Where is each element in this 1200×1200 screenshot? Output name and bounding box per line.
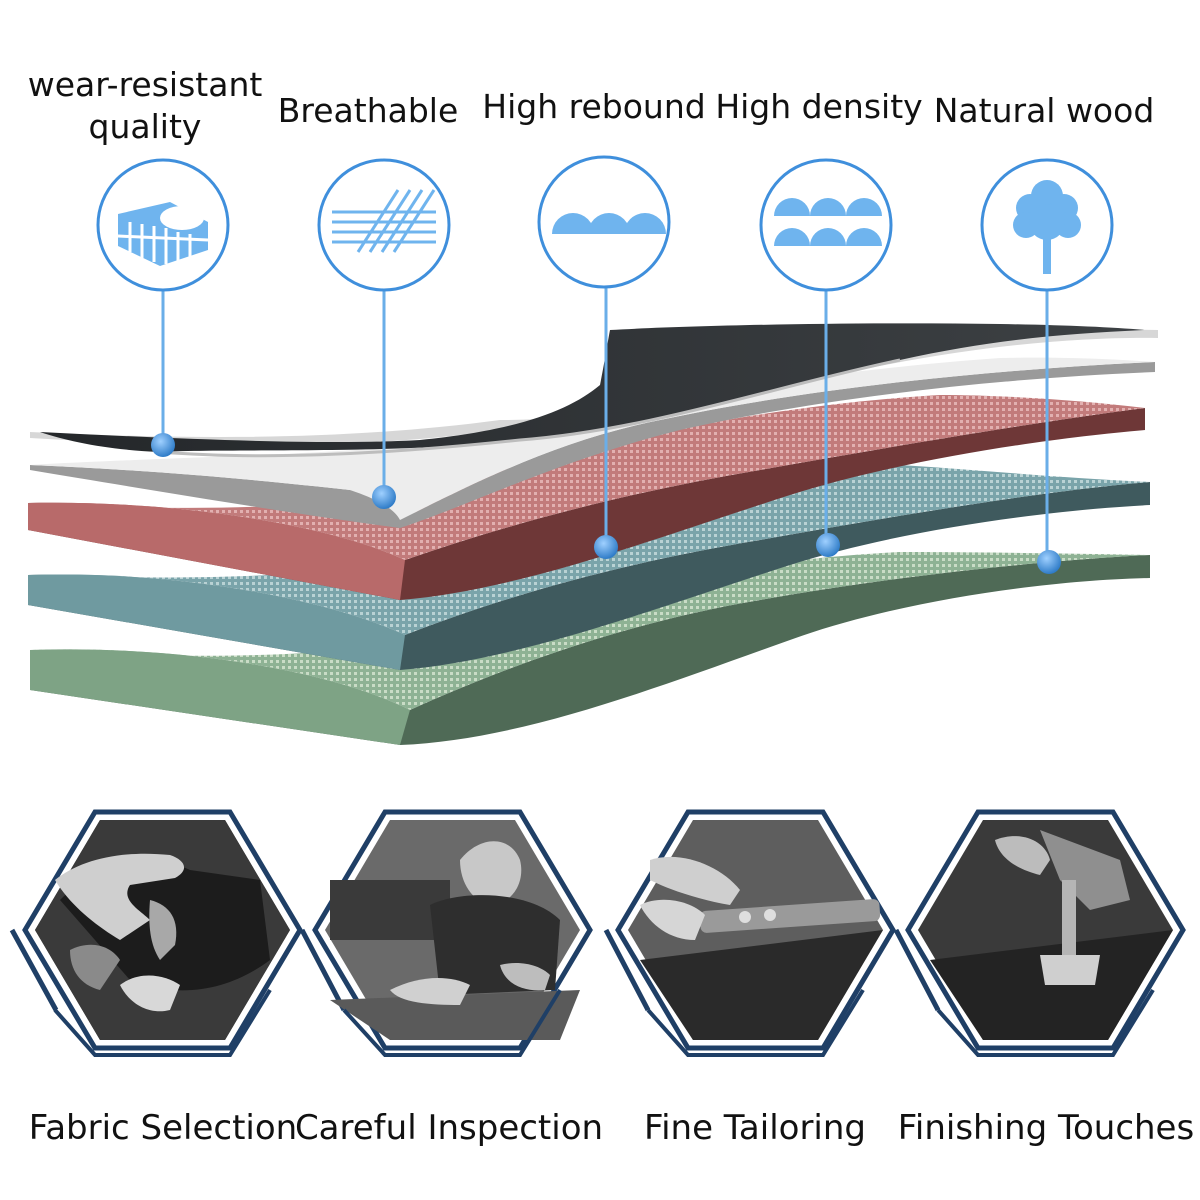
- layer-white-breathable: [30, 357, 1155, 528]
- hexagon-tile-finishing-touches: [893, 809, 1186, 1057]
- feature-label-breathable: Breathable: [277, 91, 459, 130]
- feature-label-high-density: High density: [715, 87, 923, 126]
- layer-red-rebound: [28, 395, 1145, 600]
- worker-inspecting-photo: [325, 820, 580, 1040]
- hands-holding-fabric-photo: [35, 820, 290, 1040]
- connector-dot-4: [816, 533, 840, 557]
- step-label-careful-inspection: Careful Inspection: [294, 1108, 604, 1148]
- feature-label-line1: wear-resistant: [27, 65, 263, 104]
- feature-label-natural-wood: Natural wood: [933, 91, 1155, 130]
- layer-black-top: [40, 323, 1145, 458]
- step-label-fabric-selection: Fabric Selection: [28, 1108, 298, 1148]
- connector-dot-3: [594, 535, 618, 559]
- cutting-tool-photo: [628, 820, 883, 1040]
- step-label-finishing-touches: Finishing Touches: [897, 1108, 1195, 1148]
- feature-label-line2: quality: [88, 107, 202, 146]
- tree-icon: [980, 158, 1114, 292]
- layer-green-wood: [30, 552, 1150, 745]
- hexagon-tile-fine-tailoring: [603, 809, 896, 1057]
- foam-bumps-icon: [537, 155, 671, 289]
- dense-foam-icon: [759, 158, 893, 292]
- feature-label-high-rebound: High rebound: [482, 87, 706, 126]
- leader-lines: [161, 287, 1049, 562]
- step-label-fine-tailoring: Fine Tailoring: [643, 1108, 867, 1148]
- hexagon-tile-careful-inspection: [299, 809, 593, 1057]
- sewing-machine-photo: [918, 820, 1173, 1040]
- connector-dot-5: [1037, 550, 1061, 574]
- connector-dot-2: [372, 485, 396, 509]
- feature-label-wear-resistant: wear-resistant quality: [28, 64, 263, 148]
- connector-dot-1: [151, 433, 175, 457]
- mesh-lines-icon: [317, 158, 451, 292]
- hexagon-tile-fabric-selection: [9, 809, 303, 1057]
- ring-roller-icon: [96, 158, 230, 292]
